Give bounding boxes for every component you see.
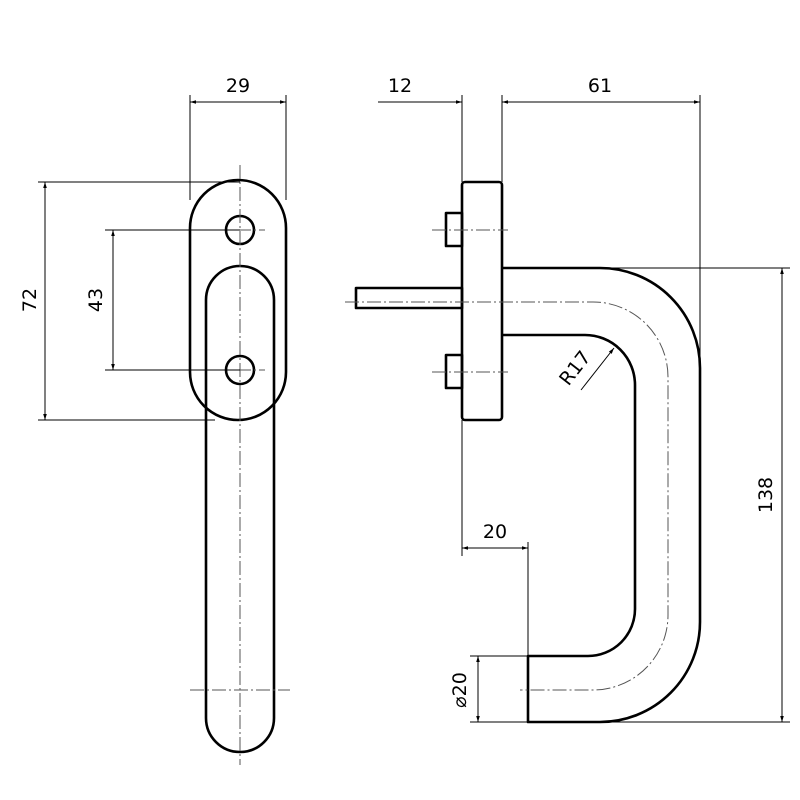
side-view [345, 180, 702, 724]
dim-label: 138 [755, 477, 777, 513]
spindle [354, 286, 464, 310]
dim-label: 61 [588, 75, 612, 97]
dim-label: 29 [226, 75, 250, 97]
dim-label: 43 [85, 288, 107, 312]
front-view [188, 165, 290, 765]
dim-bend-radius: R17 [555, 347, 615, 391]
dim-grip-diameter: ⌀20 [449, 655, 528, 723]
rosette-front [188, 178, 288, 422]
dim-label: 12 [388, 75, 412, 97]
dim-label: ⌀20 [449, 672, 471, 708]
dim-handle-projection: 61 [502, 75, 701, 620]
rosette-side [460, 180, 504, 422]
dim-label: R17 [555, 347, 595, 390]
handle-outer [502, 266, 702, 724]
dim-label: 72 [19, 288, 41, 312]
dim-handle-length: 138 [600, 267, 790, 723]
dim-rosette-height: 72 [19, 181, 240, 421]
dim-rosette-width: 29 [189, 75, 287, 200]
dim-label: 20 [483, 521, 507, 543]
dim-spindle-offset: 20 [461, 420, 529, 656]
dim-hole-spacing: 43 [85, 229, 240, 371]
dim-rosette-thickness: 12 [378, 75, 520, 182]
